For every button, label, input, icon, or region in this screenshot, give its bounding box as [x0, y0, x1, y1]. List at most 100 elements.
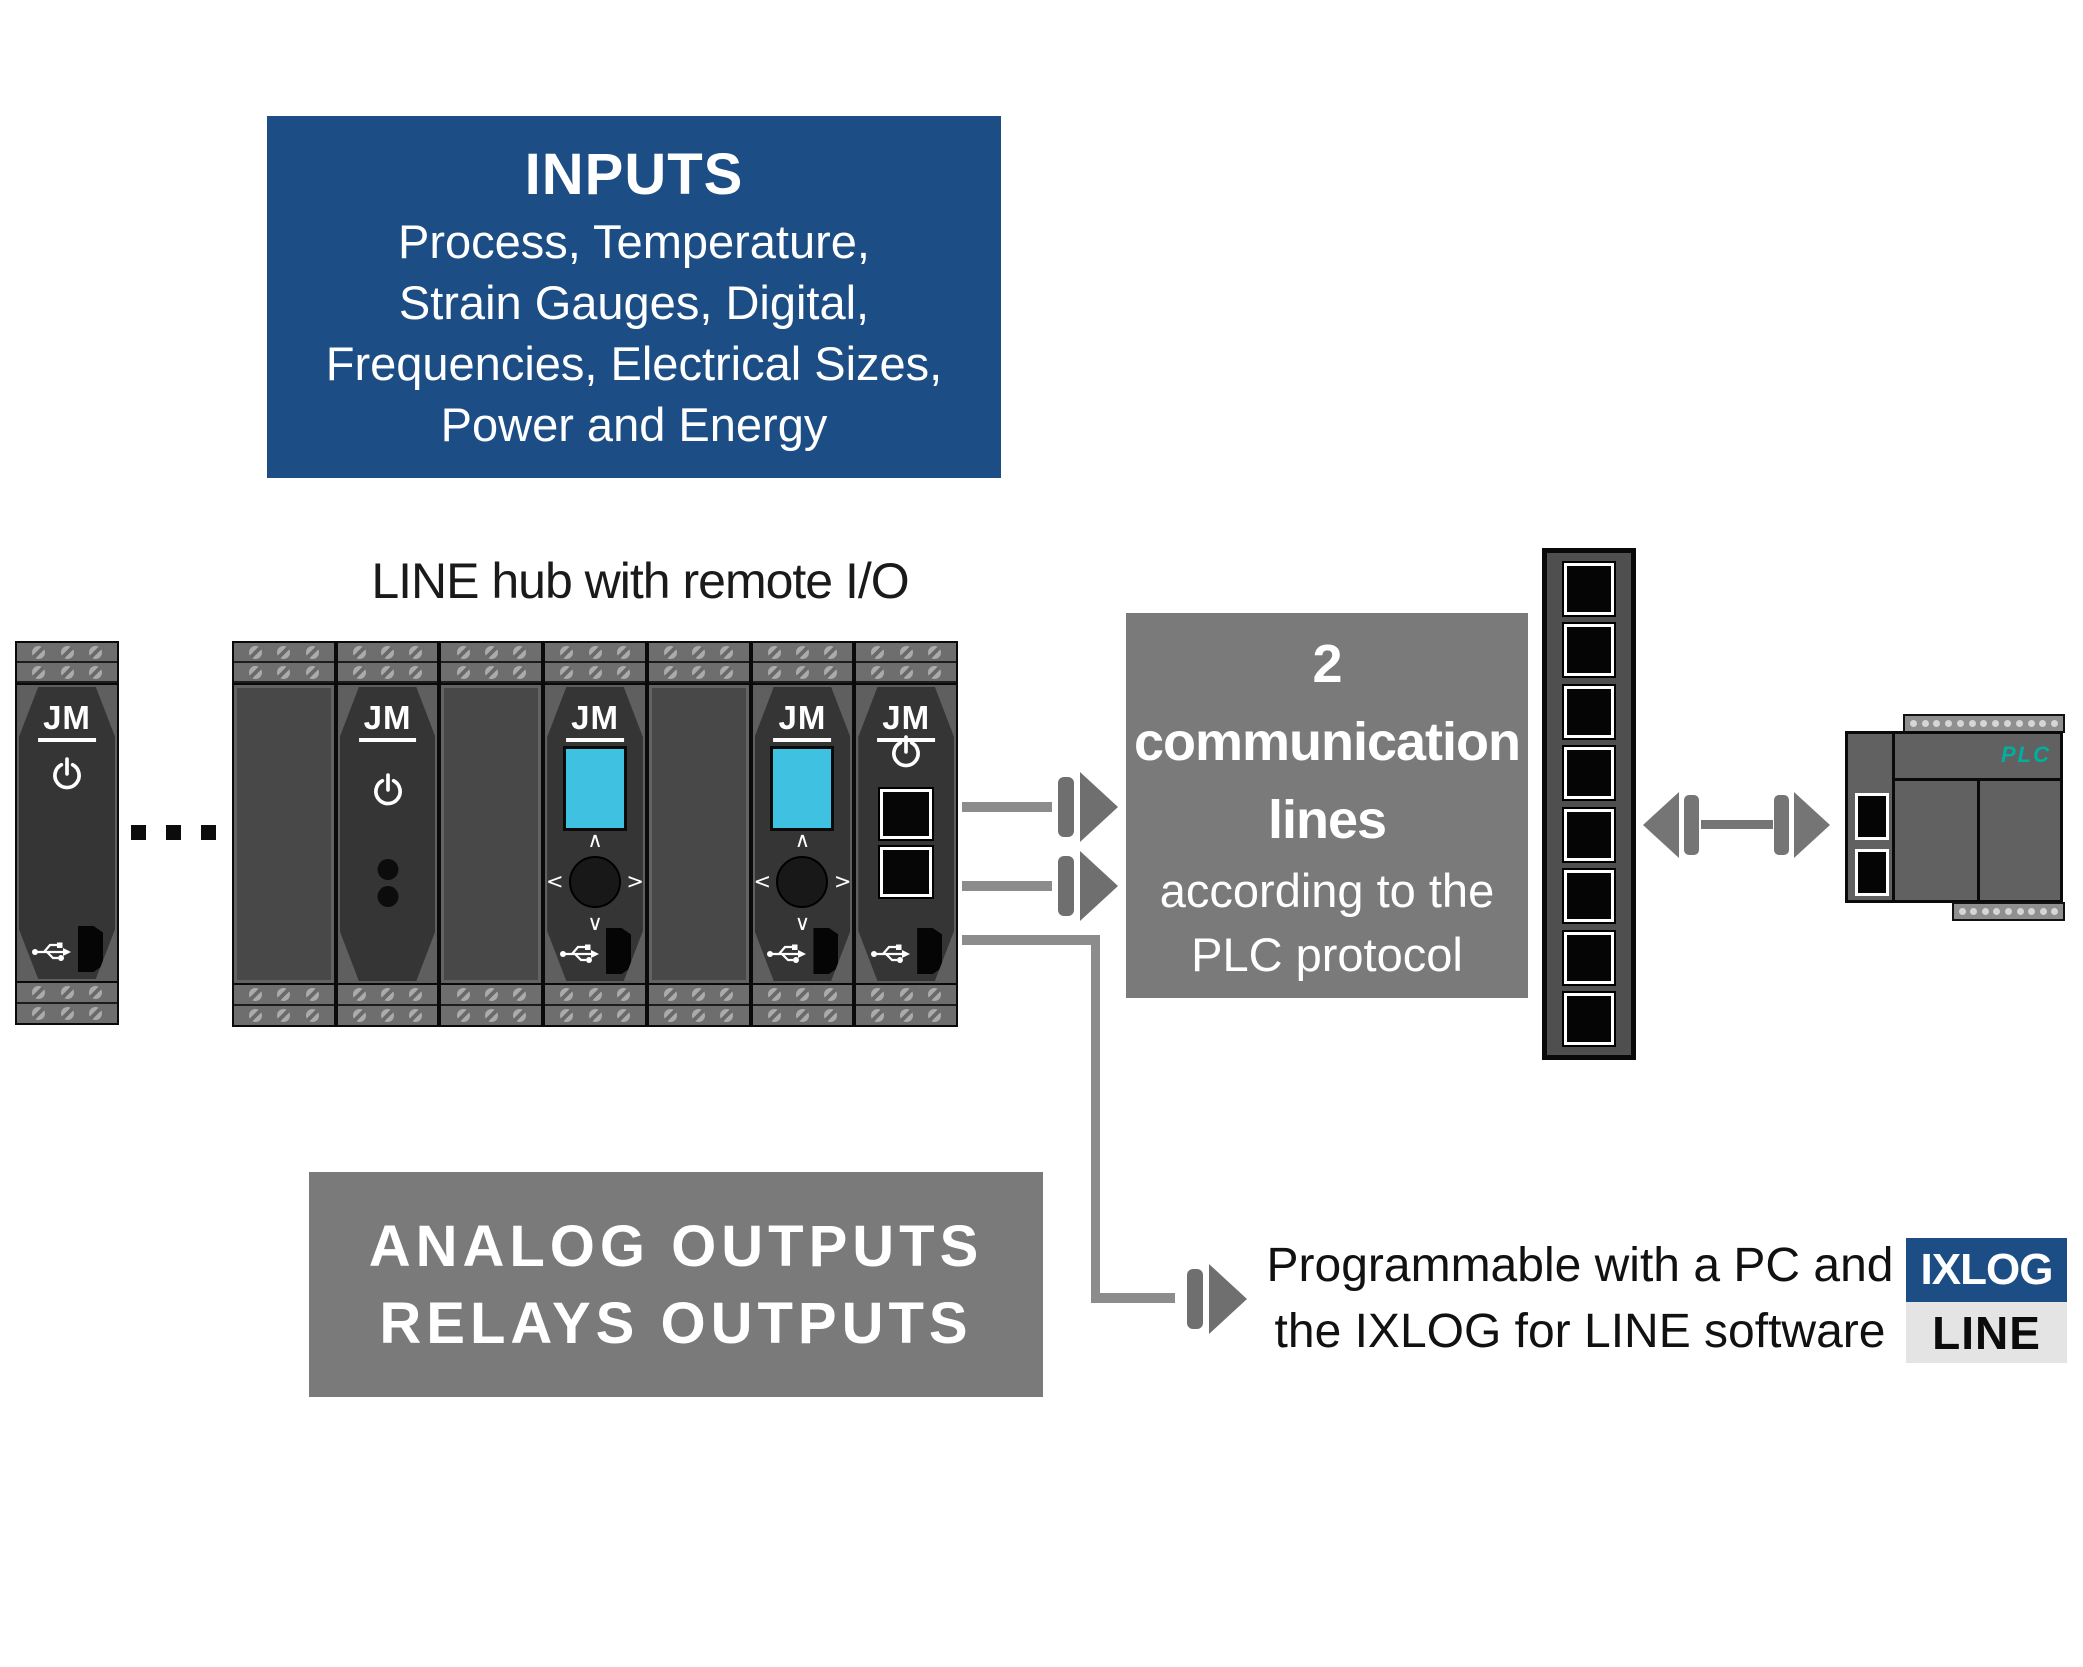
terminal-block: [545, 983, 645, 1025]
terminal-dot: [1993, 908, 2001, 915]
terminal-dot: [2051, 720, 2059, 727]
screw-icon: [927, 645, 941, 659]
plc-divider: [1977, 778, 1980, 900]
lcd-screen: [563, 746, 628, 831]
module-face: JM: [337, 685, 438, 983]
terminal-block: [234, 983, 334, 1025]
terminal-dot: [2039, 720, 2047, 727]
programmable-line: Programmable with a PC and: [1266, 1239, 1894, 1292]
module-face: JM∧∨<>: [752, 685, 853, 983]
screw-row: [856, 663, 957, 683]
screw-row: [234, 663, 334, 683]
module-face: [648, 685, 749, 983]
terminal-block: [545, 643, 645, 685]
usb-icon: [559, 941, 600, 965]
screw-icon: [560, 645, 574, 659]
module-panel: JM∧∨<>: [547, 687, 643, 981]
screw-icon: [512, 645, 526, 659]
screw-row: [234, 985, 334, 1006]
usb-icon: [31, 939, 71, 963]
screw-icon: [560, 988, 574, 1001]
inputs-line: Process, Temperature,: [398, 215, 870, 268]
screw-icon: [720, 988, 734, 1001]
screw-icon: [305, 665, 319, 679]
screw-icon: [899, 645, 913, 659]
usb-row: [547, 928, 643, 974]
screw-icon: [32, 645, 46, 659]
switch-port: [1562, 991, 1616, 1048]
screw-icon: [588, 988, 602, 1001]
jm-logo: JM: [358, 701, 417, 742]
screw-icon: [409, 988, 423, 1001]
usb-row: [755, 928, 851, 974]
inputs-line: Power and Energy: [440, 398, 828, 451]
screw-icon: [352, 645, 366, 659]
screw-icon: [795, 988, 809, 1001]
module-face: JM: [856, 685, 957, 983]
inputs-box: INPUTS Process, Temperature, Strain Gaug…: [267, 116, 1001, 478]
screw-icon: [767, 988, 781, 1001]
terminal-dot: [2004, 908, 2012, 915]
terminal-dot: [1909, 720, 1917, 727]
hub-label: LINE hub with remote I/O: [371, 553, 909, 609]
screw-row: [441, 1006, 541, 1025]
screw-icon: [871, 988, 885, 1001]
screw-row: [648, 985, 749, 1006]
screw-icon: [664, 1009, 678, 1022]
joystick-knob: [776, 856, 829, 908]
screw-icon: [871, 645, 885, 659]
right-arrow-icon: [1080, 851, 1118, 921]
screw-icon: [795, 665, 809, 679]
terminal-block: [856, 643, 957, 685]
screw-icon: [32, 1007, 46, 1020]
usb-port-icon: [78, 926, 103, 972]
inputs-line: Strain Gauges, Digital,: [398, 276, 870, 329]
switch-port: [1562, 622, 1616, 679]
io-module-jm-standalone: JM: [15, 641, 119, 1025]
screw-icon: [277, 1009, 291, 1022]
programmable-line: the IXLOG for LINE software: [1274, 1305, 1886, 1358]
ethernet-port: [878, 787, 935, 841]
screw-row: [337, 985, 438, 1006]
screw-icon: [60, 665, 74, 679]
screw-icon: [277, 988, 291, 1001]
terminal-dot: [1968, 720, 1976, 727]
comm-word: communication: [1133, 711, 1521, 772]
screw-icon: [692, 645, 706, 659]
screw-icon: [381, 645, 395, 659]
screw-icon: [824, 988, 838, 1001]
terminal-block: [17, 981, 117, 1023]
screw-icon: [664, 645, 678, 659]
comm-line-1: [962, 802, 1052, 812]
screw-icon: [767, 645, 781, 659]
program-line-vertical: [1091, 935, 1100, 1303]
terminal-block: [337, 983, 438, 1025]
plc-device: PLC: [1845, 731, 2063, 903]
joystick: ∧∨<>: [753, 830, 851, 934]
screw-icon: [692, 665, 706, 679]
terminal-block: [856, 983, 957, 1025]
screw-icon: [664, 988, 678, 1001]
screw-icon: [305, 1009, 319, 1022]
chevron-left-icon: <: [546, 869, 564, 894]
right-arrow-icon: [1794, 792, 1830, 858]
screw-row: [441, 985, 542, 1006]
switch-port: [1562, 560, 1616, 617]
plc-port: [1855, 849, 1889, 896]
usb-icon: [870, 941, 911, 965]
io-module-jm-display: JM∧∨<>: [750, 641, 855, 1027]
screw-icon: [352, 665, 366, 679]
plc-bottom-terminal-strip: [1952, 902, 2065, 921]
screw-row: [856, 985, 957, 1006]
terminal-block: [752, 643, 853, 685]
screw-row: [648, 663, 749, 683]
terminal-dot: [2028, 908, 2036, 915]
terminal-block: [234, 643, 334, 685]
chevron-left-icon: <: [753, 869, 772, 894]
terminal-dot: [2015, 720, 2023, 727]
terminal-dot: [2027, 720, 2035, 727]
screw-icon: [381, 665, 395, 679]
switch-port: [1562, 868, 1616, 925]
right-arrow-icon: [1080, 772, 1118, 842]
power-icon: [50, 757, 84, 795]
